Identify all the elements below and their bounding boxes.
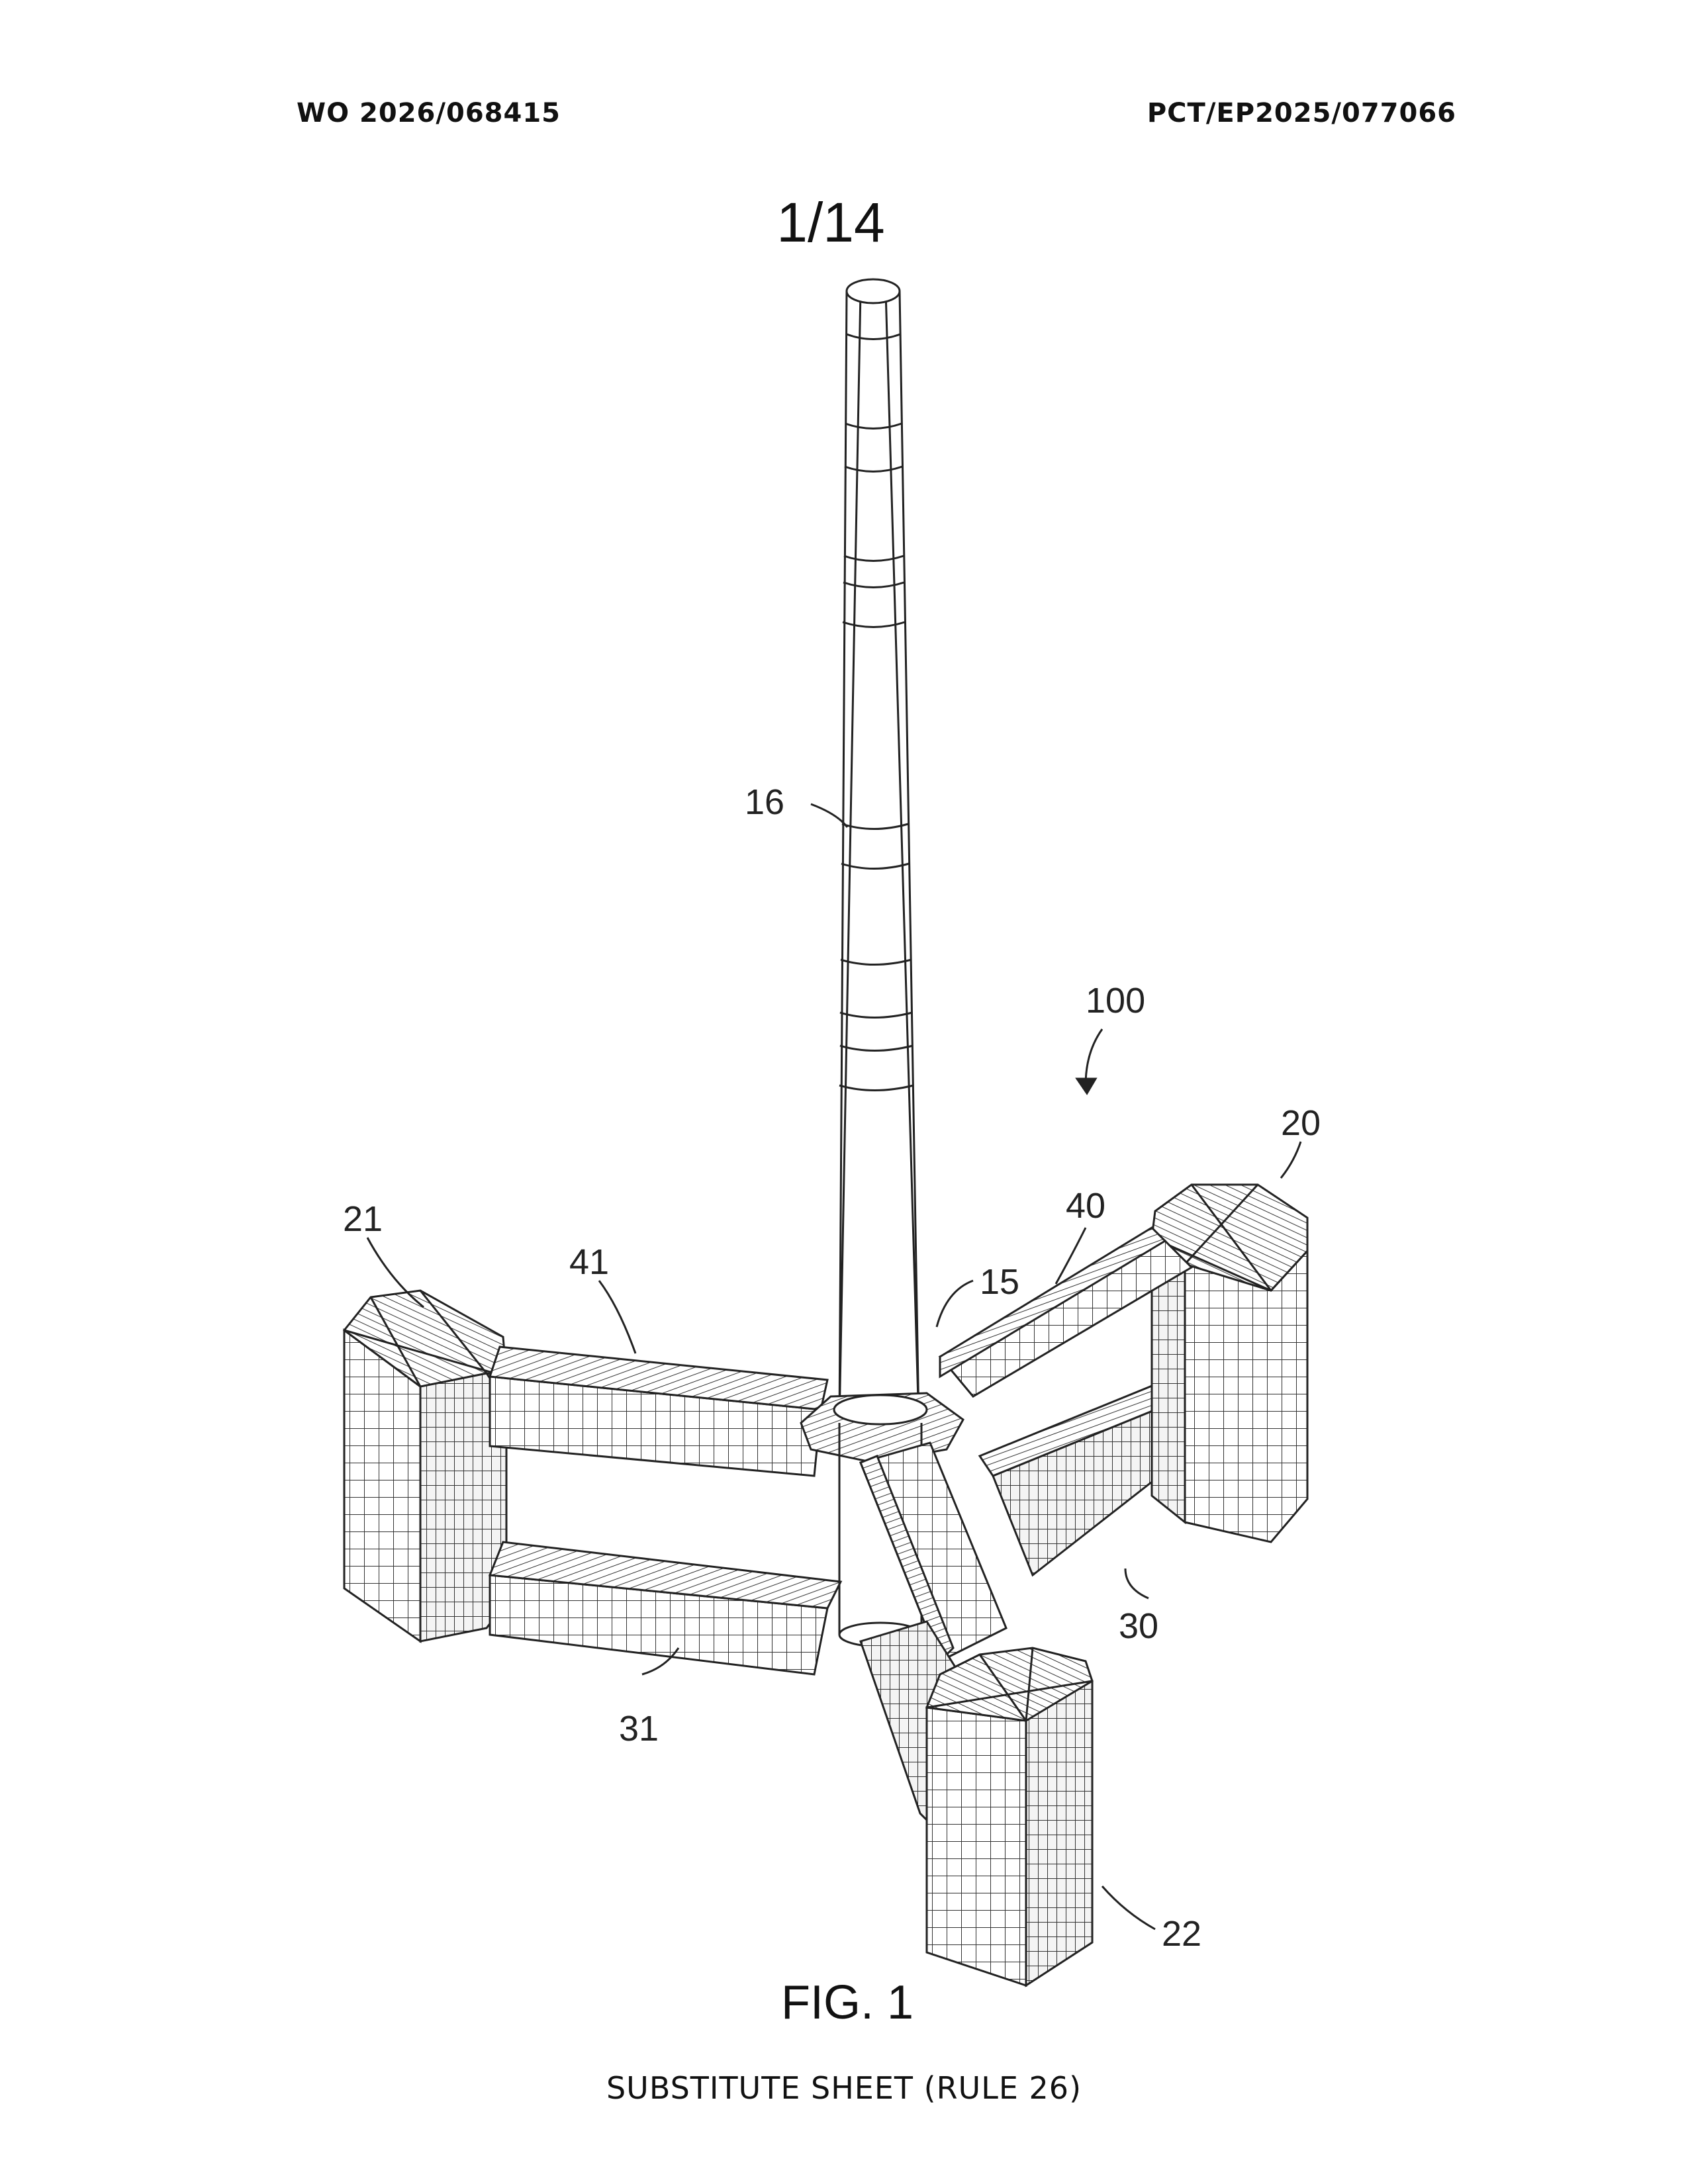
column-21 xyxy=(344,1291,506,1641)
leader-16 xyxy=(811,804,847,827)
ref-15: 15 xyxy=(980,1262,1019,1302)
column-20 xyxy=(1152,1185,1307,1542)
leader-100 xyxy=(1086,1029,1102,1085)
leader-15 xyxy=(937,1281,973,1327)
column-22 xyxy=(927,1648,1092,1985)
arrowhead-100 xyxy=(1077,1079,1096,1093)
ref-22: 22 xyxy=(1162,1914,1201,1954)
ref-20: 20 xyxy=(1281,1103,1321,1143)
ref-41: 41 xyxy=(569,1242,609,1282)
tower-16 xyxy=(839,279,919,1423)
leader-22 xyxy=(1102,1886,1155,1929)
leader-20 xyxy=(1281,1142,1301,1178)
leader-41 xyxy=(599,1281,635,1353)
pontoon-31 xyxy=(490,1542,841,1674)
footer-note: SUBSTITUTE SHEET (RULE 26) xyxy=(0,2070,1688,2106)
ref-40: 40 xyxy=(1066,1186,1105,1226)
leader-30 xyxy=(1125,1569,1149,1598)
ref-16: 16 xyxy=(745,782,784,822)
brace-41 xyxy=(490,1347,827,1476)
ref-100: 100 xyxy=(1086,981,1145,1021)
ref-21: 21 xyxy=(343,1199,383,1239)
figure-label: FIG. 1 xyxy=(781,1976,914,2030)
ref-31: 31 xyxy=(619,1709,659,1749)
ref-30: 30 xyxy=(1119,1606,1158,1646)
